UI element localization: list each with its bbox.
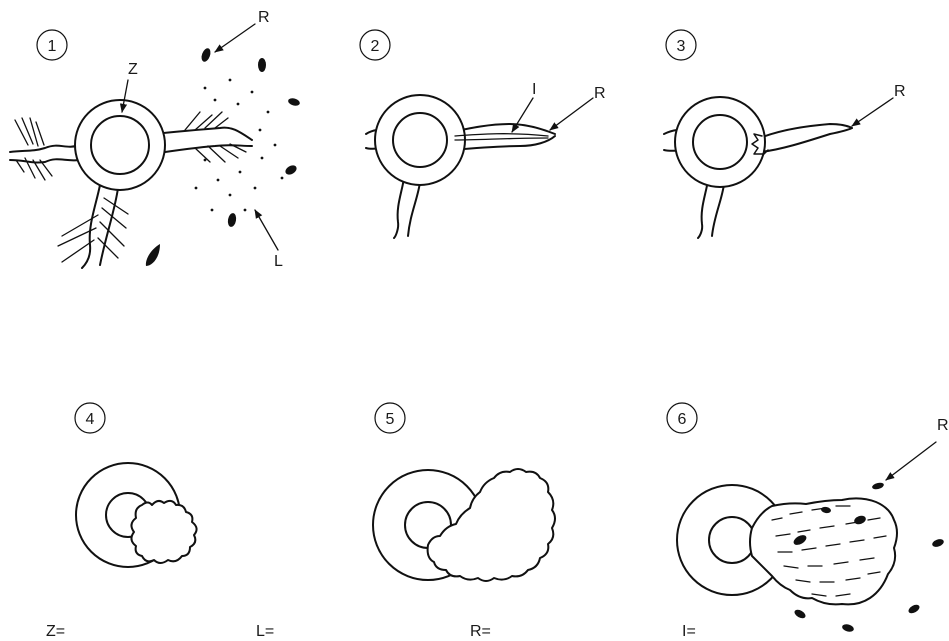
panel-number-5: 5 bbox=[375, 403, 405, 433]
answer-prompt-r: R= bbox=[470, 623, 491, 640]
cell-ring-2 bbox=[366, 95, 555, 238]
growth-mass-small bbox=[131, 501, 196, 563]
svg-text:6: 6 bbox=[678, 411, 687, 428]
label-i: I bbox=[532, 81, 536, 98]
cell-ring-1 bbox=[10, 100, 252, 268]
svg-text:4: 4 bbox=[86, 411, 95, 428]
panel-number-2: 2 bbox=[360, 30, 390, 60]
root-hairs-right bbox=[185, 112, 246, 162]
root-hairs-bottom bbox=[58, 198, 128, 262]
root-hairs-left bbox=[15, 118, 52, 180]
label-l: L bbox=[274, 253, 283, 270]
cell-ring-3 bbox=[664, 97, 852, 238]
panel-number-1: 1 bbox=[37, 30, 67, 60]
panel-number-6: 6 bbox=[667, 403, 697, 433]
burst-mass bbox=[750, 498, 897, 604]
panel-2: 2 I R bbox=[360, 30, 606, 238]
svg-text:2: 2 bbox=[371, 38, 380, 55]
svg-text:5: 5 bbox=[386, 411, 395, 428]
label-r-3: R bbox=[894, 83, 906, 100]
svg-text:3: 3 bbox=[677, 38, 686, 55]
svg-text:1: 1 bbox=[48, 38, 57, 55]
arrow-r-3 bbox=[852, 98, 893, 126]
arrow-r-1 bbox=[215, 24, 255, 52]
answer-prompt-l: L= bbox=[256, 623, 274, 640]
label-r-1: R bbox=[258, 9, 270, 26]
label-r-2: R bbox=[594, 85, 606, 102]
arrow-l bbox=[255, 210, 278, 250]
panel-6: 6 bbox=[667, 403, 949, 633]
cell-ring-4 bbox=[76, 463, 197, 567]
answer-prompt-i: I= bbox=[682, 623, 696, 640]
answer-row: Z= L= R= I= bbox=[46, 623, 696, 640]
panel-4: 4 bbox=[75, 403, 197, 567]
panel-5: 5 bbox=[373, 403, 555, 581]
label-r-6: R bbox=[937, 417, 949, 434]
cell-ring-5 bbox=[373, 469, 555, 581]
panel-1: 1 bbox=[10, 9, 301, 270]
label-z: Z bbox=[128, 61, 138, 78]
arrow-r-6 bbox=[886, 442, 936, 480]
panel-3: 3 R bbox=[664, 30, 906, 238]
cell-ring-6 bbox=[677, 482, 945, 633]
dark-particles bbox=[146, 47, 301, 266]
panel-number-3: 3 bbox=[666, 30, 696, 60]
answer-prompt-z: Z= bbox=[46, 623, 65, 640]
panel-number-4: 4 bbox=[75, 403, 105, 433]
arrow-r-2 bbox=[550, 98, 593, 130]
